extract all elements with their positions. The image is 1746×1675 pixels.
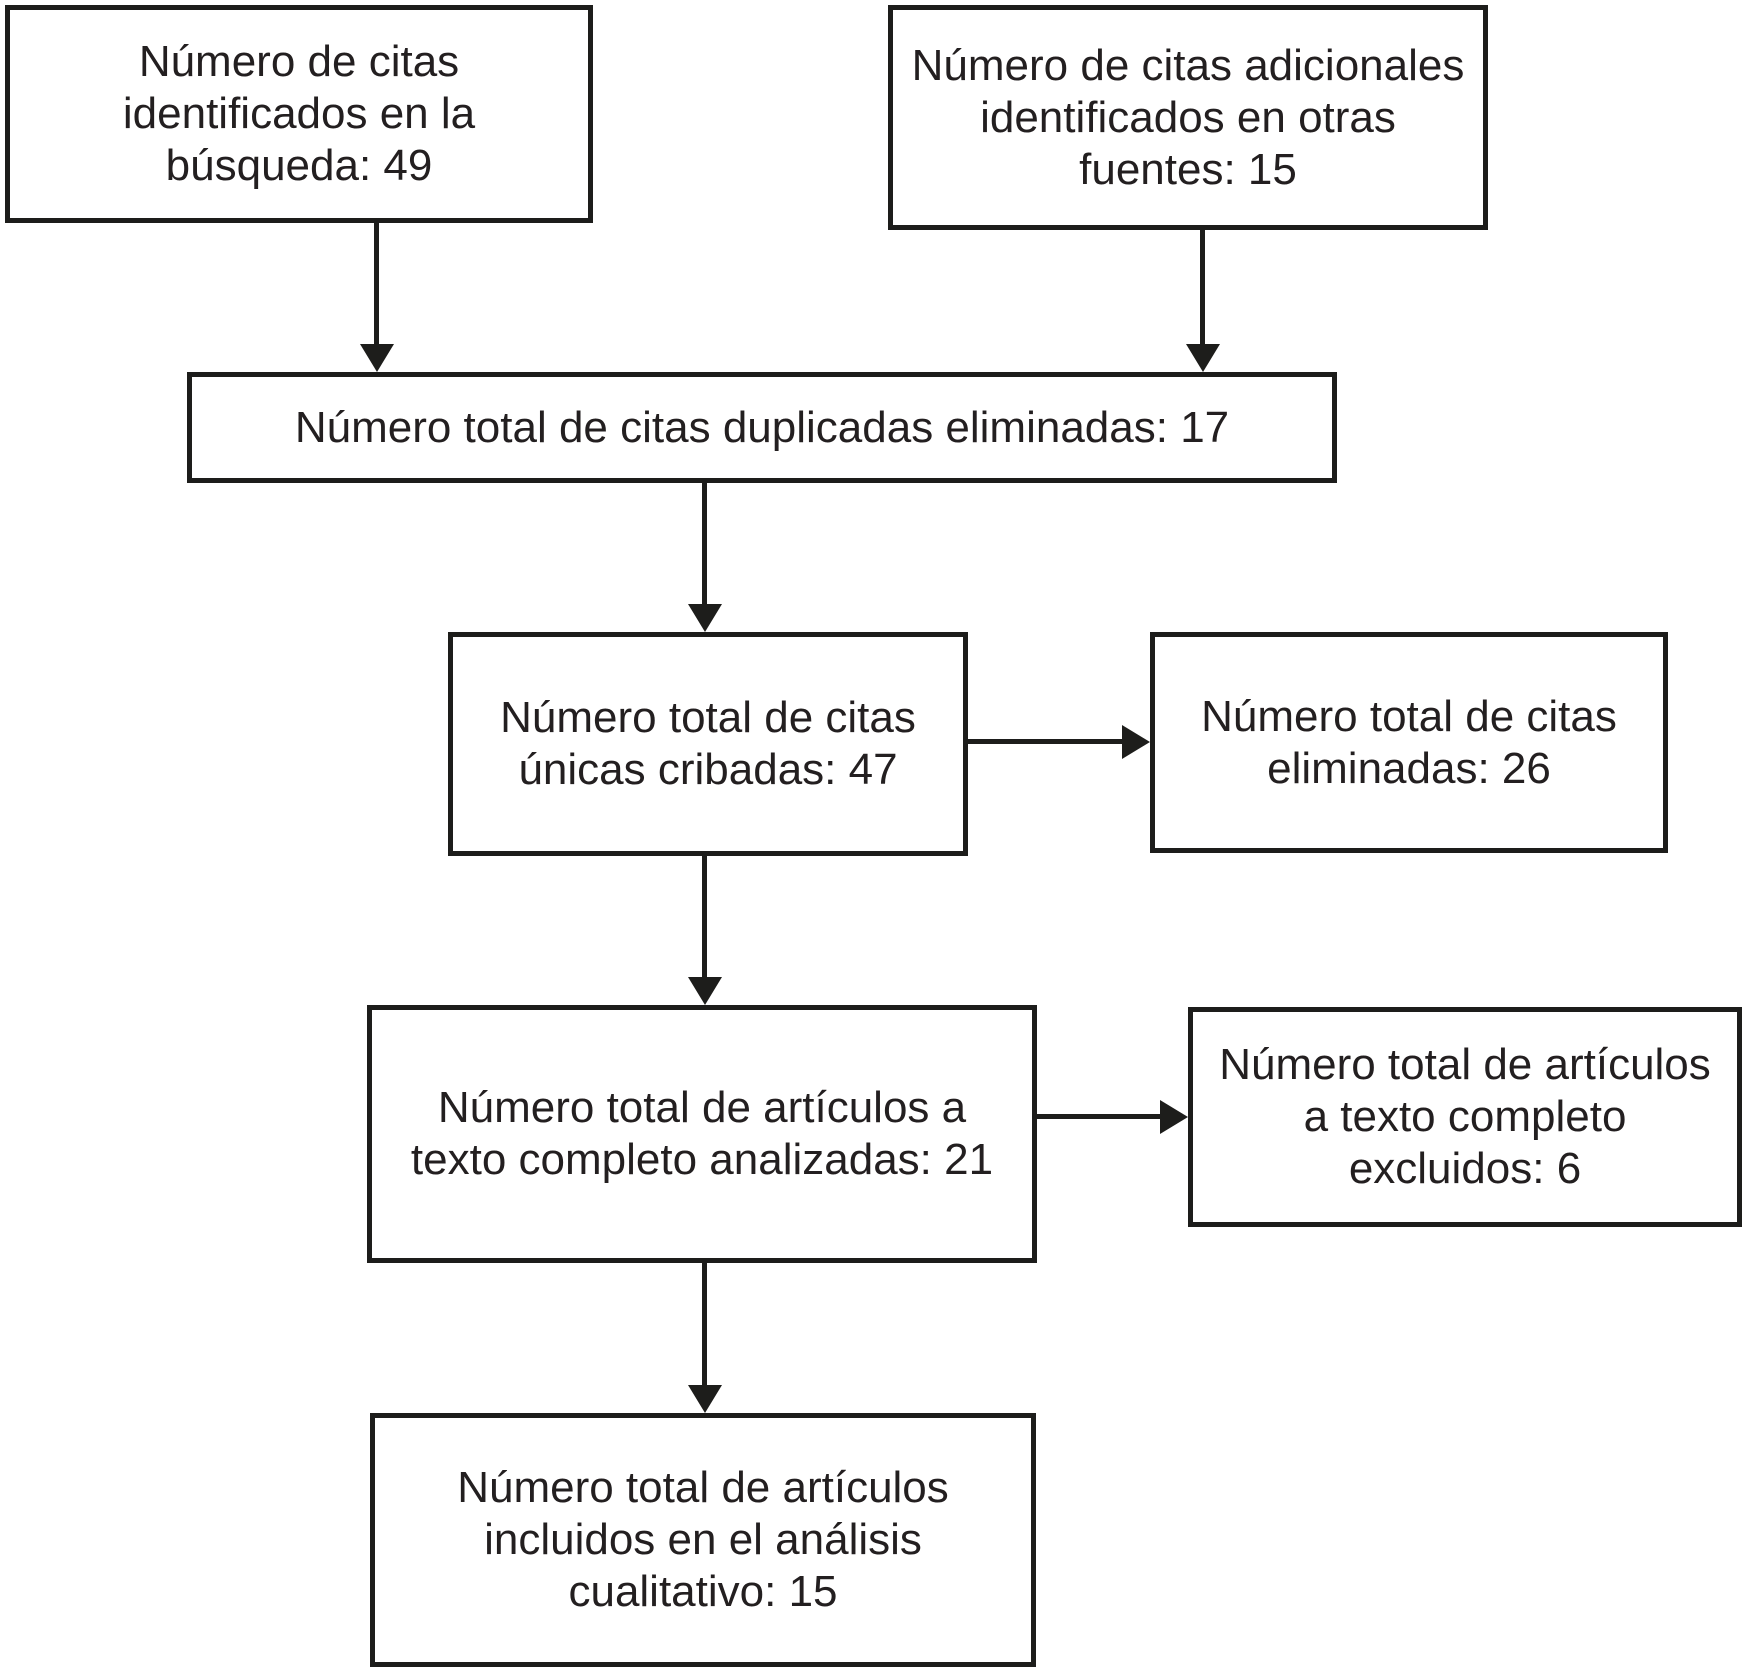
arrow-fulltext-to-included-icon (702, 1263, 707, 1385)
flow-box-additional-citations-other-sources: Número de citas adicionales identificado… (888, 5, 1488, 230)
arrow-other-sources-to-duplicates-icon (1200, 230, 1205, 344)
flow-box-unique-citations-screened: Número total de citas únicas cribadas: 4… (448, 632, 968, 856)
flow-box-citations-excluded: Número total de citas eliminadas: 26 (1150, 632, 1668, 853)
flow-box-fulltext-articles-assessed: Número total de artículos a texto comple… (367, 1005, 1037, 1263)
arrow-search-to-duplicates-icon (374, 223, 379, 344)
arrow-fulltext-to-excluded-icon (1037, 1114, 1160, 1119)
arrow-unique-to-excluded-icon (968, 739, 1122, 744)
flow-box-fulltext-articles-excluded: Número total de artículos a texto comple… (1188, 1007, 1742, 1227)
flow-box-duplicate-citations-removed: Número total de citas duplicadas elimina… (187, 372, 1337, 483)
arrow-duplicates-to-unique-icon (702, 483, 707, 604)
flow-box-articles-included-qualitative-analysis: Número total de artículos incluidos en e… (370, 1413, 1036, 1667)
flow-box-citations-identified-search: Número de citas identificados en la búsq… (5, 5, 593, 223)
arrow-unique-to-fulltext-icon (702, 856, 707, 977)
